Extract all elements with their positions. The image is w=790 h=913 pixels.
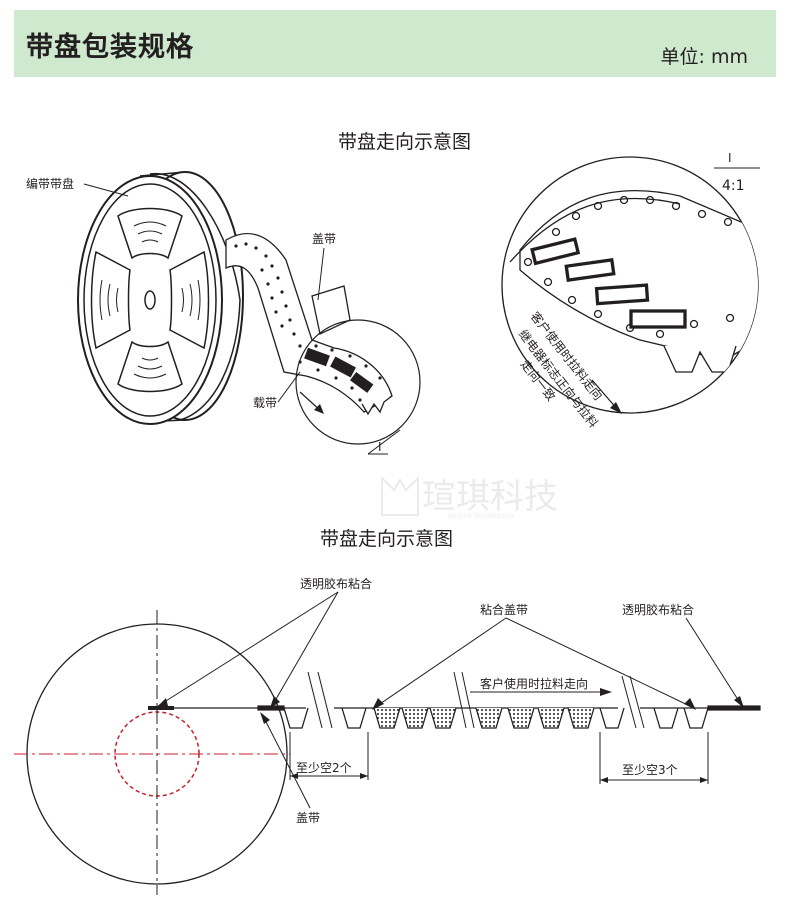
watermark-logo: 瑄琪科技 WEIJIAN TECHNOLOGY bbox=[381, 475, 558, 520]
pull-direction-label: 客户使用时拉料走向 bbox=[480, 676, 588, 691]
tape-pockets bbox=[283, 707, 709, 729]
bottom-tape bbox=[174, 705, 761, 711]
dimension-lines bbox=[289, 732, 709, 784]
watermark-subtext: WEIJIAN TECHNOLOGY bbox=[448, 513, 515, 520]
carrier-tape-label: 载带 bbox=[253, 396, 277, 410]
tape-left-label: 透明胶布粘合 bbox=[300, 576, 372, 591]
unit-label: 单位: mm bbox=[660, 46, 748, 68]
cover-tape-label: 盖带 bbox=[312, 232, 336, 246]
leader-arrowheads bbox=[156, 696, 744, 724]
reel bbox=[77, 171, 244, 425]
detail-leader bbox=[367, 429, 401, 455]
leader-lines bbox=[157, 591, 743, 809]
adhesive-cover-label: 粘合盖带 bbox=[480, 602, 528, 617]
bottom-reel-circle bbox=[14, 610, 290, 895]
break-marks bbox=[307, 671, 645, 729]
bottom-diagram-title: 带盘走向示意图 bbox=[320, 528, 454, 550]
watermark-text: 瑄琪科技 bbox=[422, 477, 558, 517]
detail-circle-small bbox=[295, 319, 421, 445]
detail-marker-label: I bbox=[378, 440, 382, 454]
page-title: 带盘包装规格 bbox=[26, 32, 194, 63]
carrier-tape bbox=[225, 232, 393, 416]
empty-min3-label: 至少空3个 bbox=[622, 763, 678, 777]
tape-right-label: 透明胶布粘合 bbox=[622, 602, 694, 617]
scale-ratio: 4:1 bbox=[722, 178, 745, 194]
header-bar: 带盘包装规格 单位: mm bbox=[14, 10, 776, 77]
top-diagram-title: 带盘走向示意图 bbox=[338, 131, 472, 153]
cover-tape-bottom-label: 盖带 bbox=[296, 811, 320, 825]
empty-min2-label: 至少空2个 bbox=[296, 761, 352, 775]
reel-label: 编带带盘 bbox=[26, 176, 74, 191]
scale-marker: I bbox=[728, 151, 732, 165]
detail-view: 客户使用时拉料走向 继电器标志正向与拉料 走向一致 bbox=[501, 156, 759, 430]
